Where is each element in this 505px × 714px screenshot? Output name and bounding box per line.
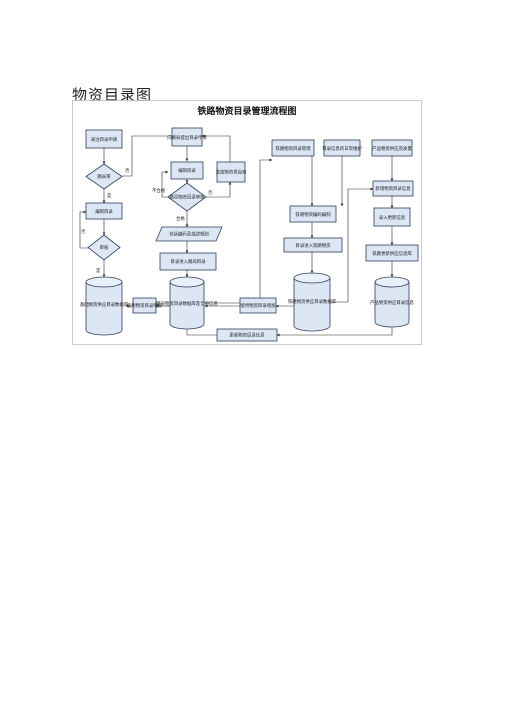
process-box-catalog-management: 铁路物资目录管理 [271, 139, 315, 157]
process-box-label: 铁路更新供应信息库 [372, 250, 412, 257]
edge-label-yes: 是 [96, 268, 101, 274]
database-label: 产品物资供应目录信息 [370, 299, 415, 306]
process-box-compile-catalog: 编制目录 [85, 202, 123, 220]
decision-label: 路局物资目录审核 [169, 194, 205, 201]
connector [122, 134, 175, 177]
flow-connectors [79, 134, 394, 337]
process-box-label: 产品物资供应及质量 [372, 145, 412, 152]
process-box-label: 目录进入路局目录 [170, 258, 206, 265]
data-parallelogram-coding-rules: 包括编码及描述规则 [155, 226, 223, 242]
process-box-enter-bureau-catalog: 目录进入路局目录 [159, 252, 217, 271]
page-heading: 物资目录图 [72, 86, 153, 104]
flowchart-title: 铁路物资目录管理流程图 [197, 105, 296, 117]
process-box-label: 向路局提出目录申请 [167, 134, 207, 141]
edge-label-no: 否 [208, 190, 213, 196]
flowchart-figure: 铁路物资目录管理流程图 采注目录申请 [72, 100, 422, 345]
database-bureau-catalog: 路局物资目录数据库及全部信息 [156, 276, 218, 330]
process-box-label: 发放物资供应商 [216, 169, 247, 176]
process-box-input-updates: 录入更新信息 [373, 207, 411, 227]
decision-diamond-bureau-review: 路局审 [85, 163, 123, 190]
database-basic-supply-catalog: 基础物资供应目录数据库 [80, 276, 129, 336]
process-box-enter-railway-catalog: 目录进入铁路物资 [283, 237, 343, 253]
connector [161, 170, 169, 198]
process-box-compile-catalog-2: 编制目录 [170, 161, 204, 180]
process-box-label: 铁路物资编码编制 [295, 211, 331, 218]
decision-label: 路局审 [97, 173, 111, 180]
process-box-use-catalog-add-2: 使用物资目录增加 [239, 297, 277, 314]
database-label: 铁路物资供应目录数据库 [288, 298, 337, 305]
process-box-new-catalog-info: 新增物资目录信息 [372, 180, 414, 197]
process-box-use-catalog-add-1: 使用物资目录增加 [127, 297, 162, 314]
process-box-label: 使用物资目录增加 [240, 302, 275, 309]
connector [205, 158, 273, 304]
database-label: 路局物资目录数据库及全部信息 [156, 300, 218, 307]
decision-diamond-catalog-audit: 路局物资目录审核 [167, 182, 207, 212]
connector [201, 134, 231, 162]
database-label: 基础物资供应目录数据库 [80, 301, 129, 308]
decision-diamond-review: 审核 [87, 234, 121, 261]
process-box-update-supply-db: 铁路更新供应信息库 [365, 244, 419, 262]
data-label: 包括编码及描述规则 [169, 231, 209, 238]
edge-label-yes: 是 [107, 193, 112, 199]
process-box-notify-supplier: 发放物资供应商 [216, 161, 247, 183]
process-box-label: 编制目录 [178, 167, 196, 174]
process-box-label: 铁路物资目录管理 [275, 145, 311, 152]
edge-label-pass: 合格 [176, 215, 185, 222]
process-box-label: 录入更新信息 [379, 214, 406, 221]
connector [79, 210, 88, 249]
decision-label: 审核 [100, 244, 109, 251]
process-box-label: 采注目录申请 [91, 136, 118, 143]
process-box-label: 目录进入铁路物资 [295, 242, 331, 249]
database-product-supply-catalog: 产品物资供应目录信息 [370, 276, 415, 328]
connector [330, 187, 374, 303]
process-box-label: 编制目录 [95, 208, 113, 215]
process-box-catalog-request: 采注目录申请 [85, 129, 123, 149]
process-box-label: 目录信息的日常维护 [322, 145, 362, 152]
process-box-label: 更新物资目录信息 [229, 332, 265, 339]
process-box-label: 使用物资目录增加 [127, 302, 162, 309]
edge-label-no: 否 [125, 168, 130, 174]
process-box-encode-materials: 铁路物资编码编制 [289, 205, 337, 223]
process-box-update-catalog-info: 更新物资目录信息 [216, 328, 278, 342]
edge-label-fail: 不合格 [152, 187, 166, 194]
database-railway-supply-catalog: 铁路物资供应目录数据库 [288, 272, 337, 332]
edge-label-no: 否 [81, 229, 86, 235]
process-box-product-supply: 产品物资供应及质量 [371, 139, 413, 157]
connector [206, 181, 232, 198]
process-box-daily-maintenance: 目录信息的日常维护 [322, 139, 362, 157]
process-box-bureau-request: 向路局提出目录申请 [167, 127, 207, 147]
process-box-label: 新增物资目录信息 [375, 185, 411, 192]
